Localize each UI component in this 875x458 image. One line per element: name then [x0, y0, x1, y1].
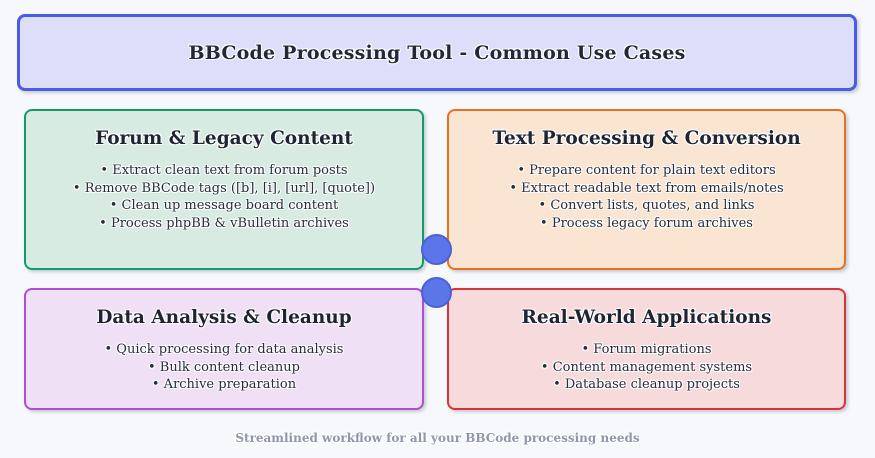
bullet-item: • Quick processing for data analysis [104, 342, 344, 357]
connector-dot-icon [421, 234, 452, 265]
diagram-header: BBCode Processing Tool - Common Use Case… [17, 14, 857, 91]
bullet-item: • Remove BBCode tags ([b], [i], [url], [… [72, 180, 376, 196]
box-title: Data Analysis & Cleanup [96, 307, 352, 328]
box-title: Text Processing & Conversion [492, 128, 801, 149]
bullet-item: • Forum migrations [581, 342, 712, 357]
box-real-world-applications: Real-World Applications • Forum migratio… [447, 288, 846, 410]
box-data-analysis-cleanup: Data Analysis & Cleanup • Quick processi… [24, 288, 424, 410]
bullet-list: • Extract clean text from forum posts • … [26, 162, 422, 232]
page-title: BBCode Processing Tool - Common Use Case… [188, 41, 686, 64]
box-text-processing-conversion: Text Processing & Conversion • Prepare c… [447, 109, 846, 270]
bullet-item: • Clean up message board content [109, 198, 339, 213]
bullet-list: • Forum migrations • Content management … [449, 341, 844, 394]
bullet-item: • Prepare content for plain text editors [517, 163, 776, 178]
bullet-item: • Bulk content cleanup [148, 359, 300, 375]
connector-dot-icon [421, 277, 452, 308]
box-forum-legacy-content: Forum & Legacy Content • Extract clean t… [24, 109, 424, 270]
bullet-item: • Content management systems [540, 359, 753, 375]
bullet-item: • Extract clean text from forum posts [100, 163, 348, 178]
bullet-item: • Convert lists, quotes, and links [538, 198, 755, 213]
bullet-list: • Prepare content for plain text editors… [449, 162, 844, 232]
bullet-item: • Archive preparation [151, 377, 297, 392]
bullet-item: • Database cleanup projects [553, 377, 740, 392]
bullet-item: • Extract readable text from emails/note… [509, 180, 784, 196]
bullet-list: • Quick processing for data analysis • B… [26, 341, 422, 394]
box-title: Forum & Legacy Content [95, 128, 353, 149]
box-title: Real-World Applications [521, 307, 772, 328]
bullet-item: • Process phpBB & vBulletin archives [99, 215, 349, 231]
footer-caption: Streamlined workflow for all your BBCode… [235, 431, 640, 445]
bullet-item: • Process legacy forum archives [540, 215, 753, 231]
